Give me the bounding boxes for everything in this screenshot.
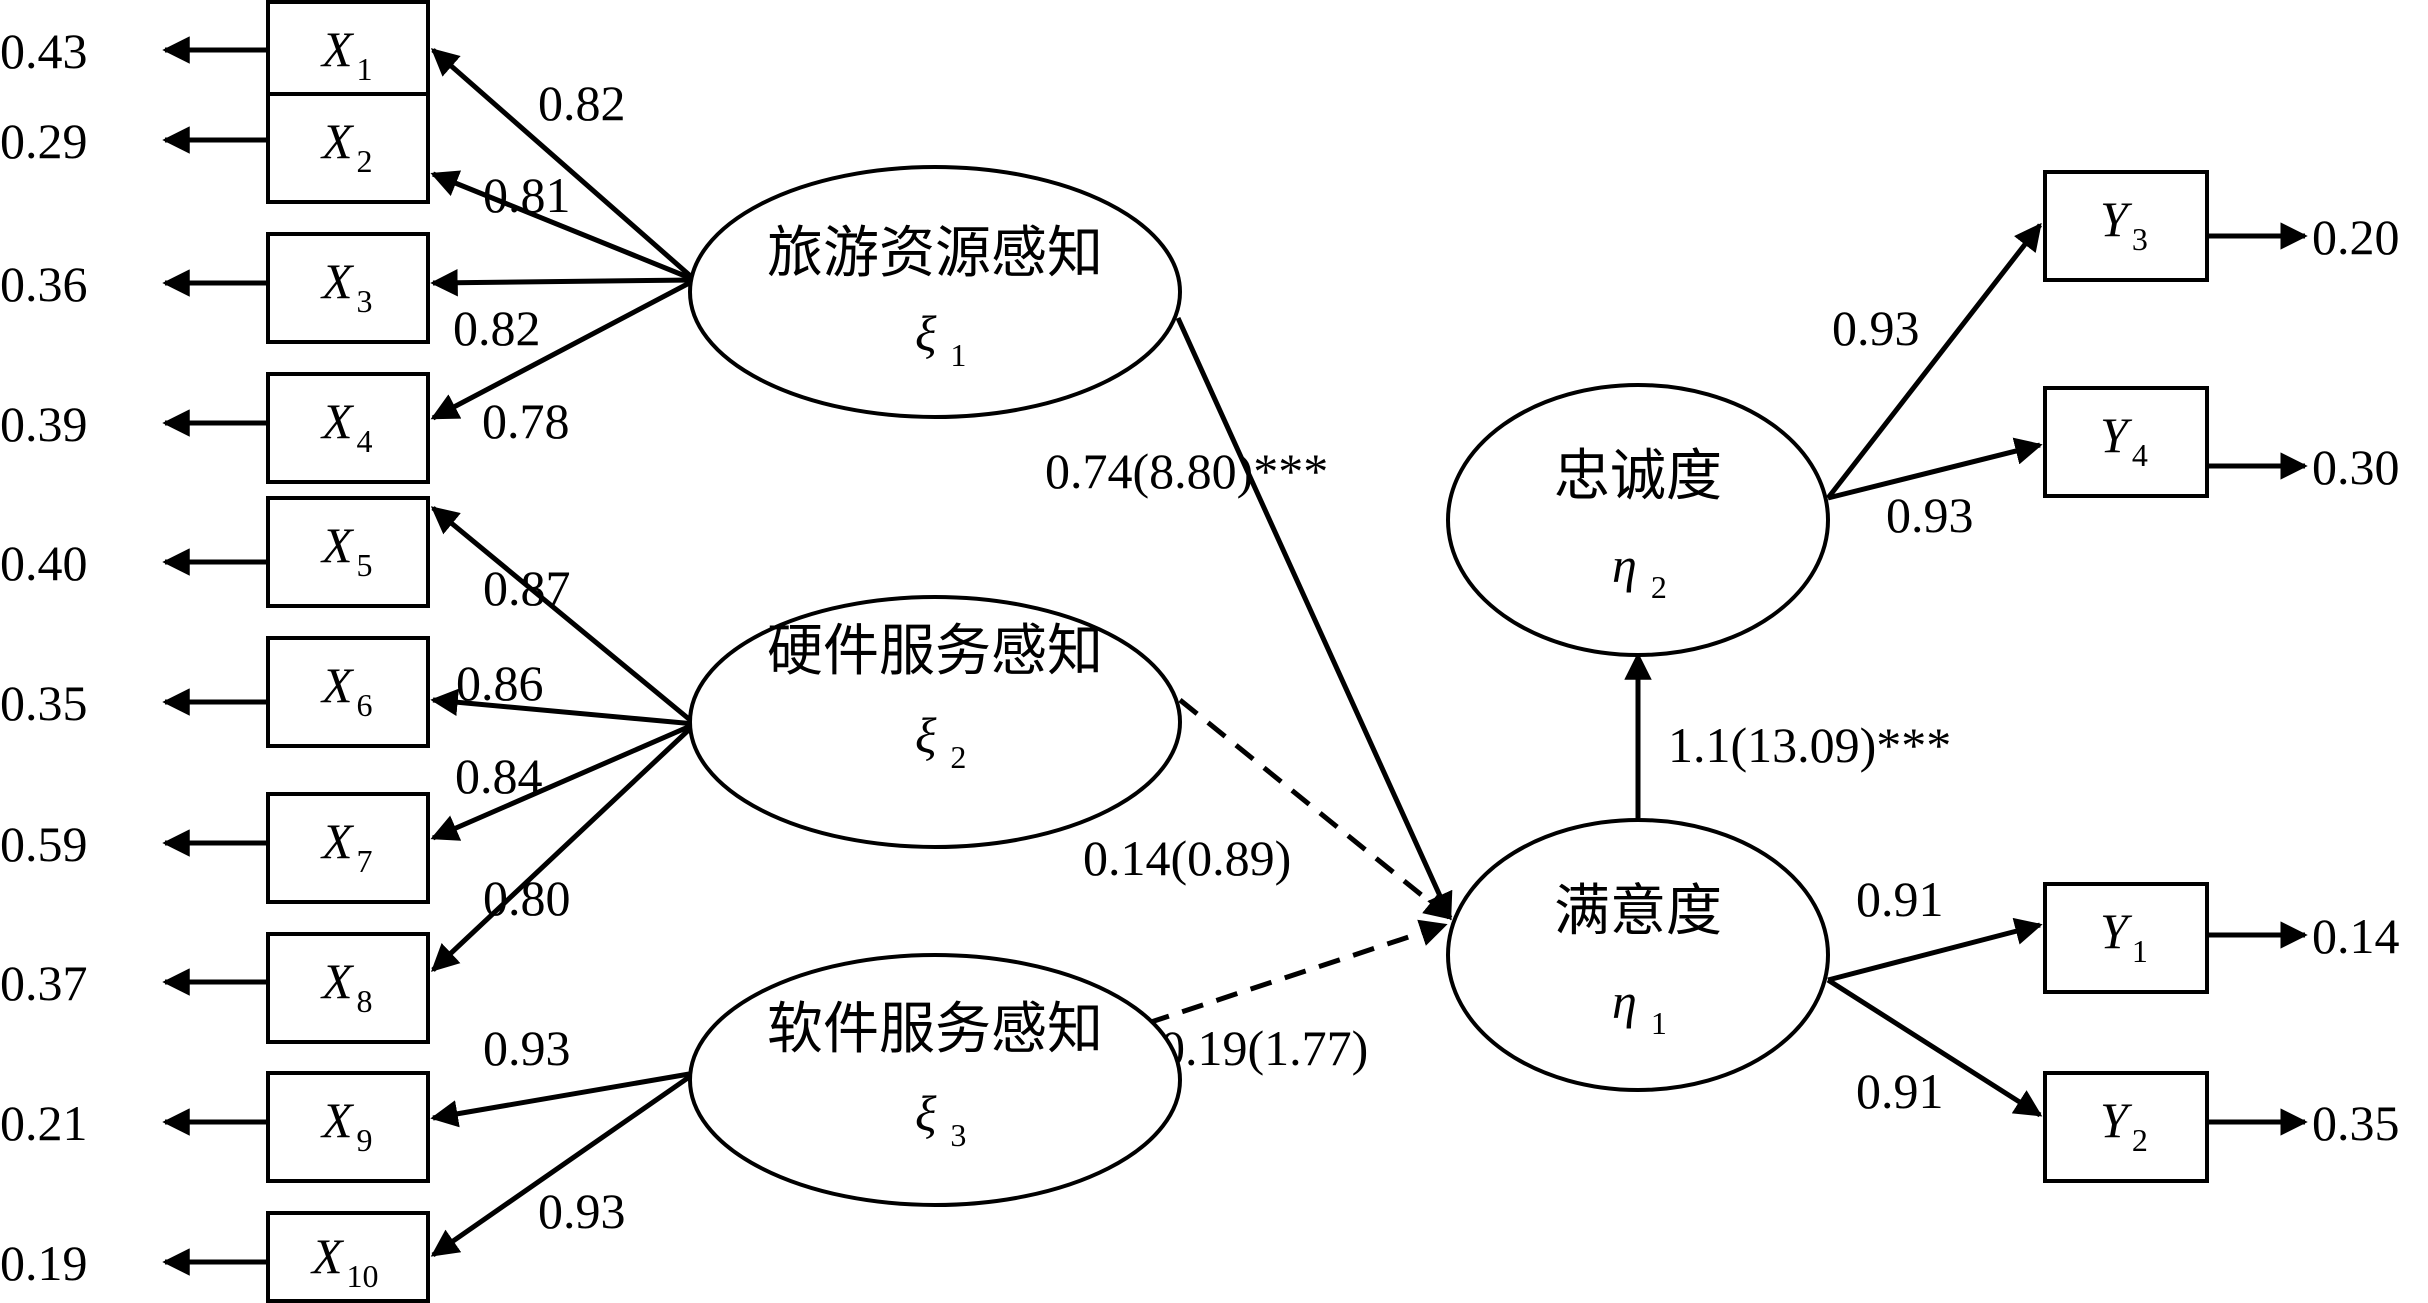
latent-ellipse-xi1 — [688, 165, 1182, 419]
loading-arrow-x9 — [430, 1070, 696, 1128]
indicator-box-x9 — [266, 1071, 430, 1183]
indicator-box-x3 — [266, 232, 430, 344]
loading-arrow-y4 — [1827, 437, 2043, 501]
loading-value-x1: 0.82 — [538, 75, 626, 131]
indicator-box-x5 — [266, 496, 430, 608]
loading-arrow-x6 — [430, 688, 696, 727]
error-value-x4: 0.39 — [0, 396, 88, 452]
indicator-box-x8 — [266, 932, 430, 1044]
latent-ellipse-xi2 — [688, 595, 1182, 849]
path-value-xi2-eta1: 0.14(0.89) — [1083, 830, 1291, 886]
loading-value-x7: 0.84 — [455, 748, 543, 804]
loading-value-x4: 0.78 — [482, 393, 570, 449]
loading-value-y2: 0.91 — [1856, 1063, 1944, 1119]
loading-value-x8: 0.80 — [483, 870, 571, 926]
loading-arrow-x2 — [430, 170, 696, 283]
indicator-box-x6 — [266, 636, 430, 748]
indicator-box-x4 — [266, 372, 430, 484]
latent-name-xi2: 硬件服务感知 — [767, 619, 1103, 684]
error-value-x2: 0.29 — [0, 113, 88, 169]
loading-value-x3: 0.82 — [453, 300, 541, 356]
loading-arrow-y3 — [1826, 222, 2042, 500]
indicator-box-x7 — [266, 792, 430, 904]
path-arrow-xi1-eta1 — [1175, 316, 1453, 921]
path-value-eta1-eta2: 1.1(13.09)*** — [1668, 717, 1951, 773]
indicator-box-x2 — [266, 92, 430, 204]
loading-value-x10: 0.93 — [538, 1183, 626, 1239]
error-value-x5: 0.40 — [0, 535, 88, 591]
loading-arrow-x3 — [430, 268, 696, 297]
indicator-box-y1 — [2043, 882, 2209, 994]
loading-value-y1: 0.91 — [1856, 871, 1944, 927]
loading-arrow-x8 — [430, 722, 697, 972]
latent-name-xi3: 软件服务感知 — [767, 997, 1103, 1062]
error-value-x8: 0.37 — [0, 955, 88, 1011]
loading-value-x5: 0.87 — [483, 560, 571, 616]
x-loading-arrows: 0.82 0.81 0.82 0.78 0.87 0.86 0.84 0.80 … — [430, 48, 697, 1258]
x-error-terms: 0.43 0.29 0.36 0.39 0.40 0.35 0.59 0.37 … — [0, 23, 268, 1291]
path-arrow-xi2-eta1 — [1178, 698, 1453, 920]
indicator-box-y3 — [2043, 170, 2209, 282]
loading-value-x9: 0.93 — [483, 1020, 571, 1076]
error-value-x3: 0.36 — [0, 256, 88, 312]
error-value-x10: 0.19 — [0, 1235, 88, 1291]
error-value-y1: 0.14 — [2312, 908, 2400, 964]
latent-name-xi1: 旅游资源感知 — [767, 221, 1103, 286]
loading-value-y4: 0.93 — [1886, 487, 1974, 543]
error-value-y3: 0.20 — [2312, 209, 2400, 265]
error-value-x6: 0.35 — [0, 675, 88, 731]
indicator-box-x1 — [266, 0, 430, 96]
loading-value-y3: 0.93 — [1832, 300, 1920, 356]
path-value-xi3-eta1: 0.19(1.77) — [1160, 1020, 1368, 1076]
loading-arrow-y2 — [1826, 977, 2043, 1118]
error-value-x7: 0.59 — [0, 816, 88, 872]
loading-arrow-y1 — [1827, 917, 2043, 983]
error-value-y2: 0.35 — [2312, 1095, 2400, 1151]
error-value-x9: 0.21 — [0, 1095, 88, 1151]
latent-ellipse-eta2 — [1446, 383, 1830, 657]
structural-paths: 0.74(8.80)*** 0.14(0.89) 0.19(1.77) 1.1(… — [1045, 316, 1951, 1076]
latent-name-eta2: 忠诚度 — [1554, 444, 1722, 509]
error-value-y4: 0.30 — [2312, 439, 2400, 495]
indicator-box-x10 — [266, 1211, 430, 1303]
loading-arrow-x10 — [430, 1070, 697, 1258]
loading-value-x2: 0.81 — [483, 167, 571, 223]
indicator-box-y2 — [2043, 1071, 2209, 1183]
latent-ellipse-eta1 — [1446, 818, 1830, 1092]
loading-arrow-x1 — [430, 48, 697, 282]
indicator-box-y4 — [2043, 386, 2209, 498]
loading-arrow-x4 — [430, 277, 697, 421]
latent-name-eta1: 满意度 — [1554, 879, 1722, 944]
error-value-x1: 0.43 — [0, 23, 88, 79]
path-value-xi1-eta1: 0.74(8.80)*** — [1045, 443, 1328, 499]
loading-arrow-x7 — [430, 721, 696, 841]
latent-ellipse-xi3 — [688, 953, 1182, 1207]
loading-arrow-x5 — [430, 506, 697, 726]
path-arrow-xi3-eta1 — [1147, 919, 1448, 1026]
loading-value-x6: 0.86 — [456, 655, 544, 711]
